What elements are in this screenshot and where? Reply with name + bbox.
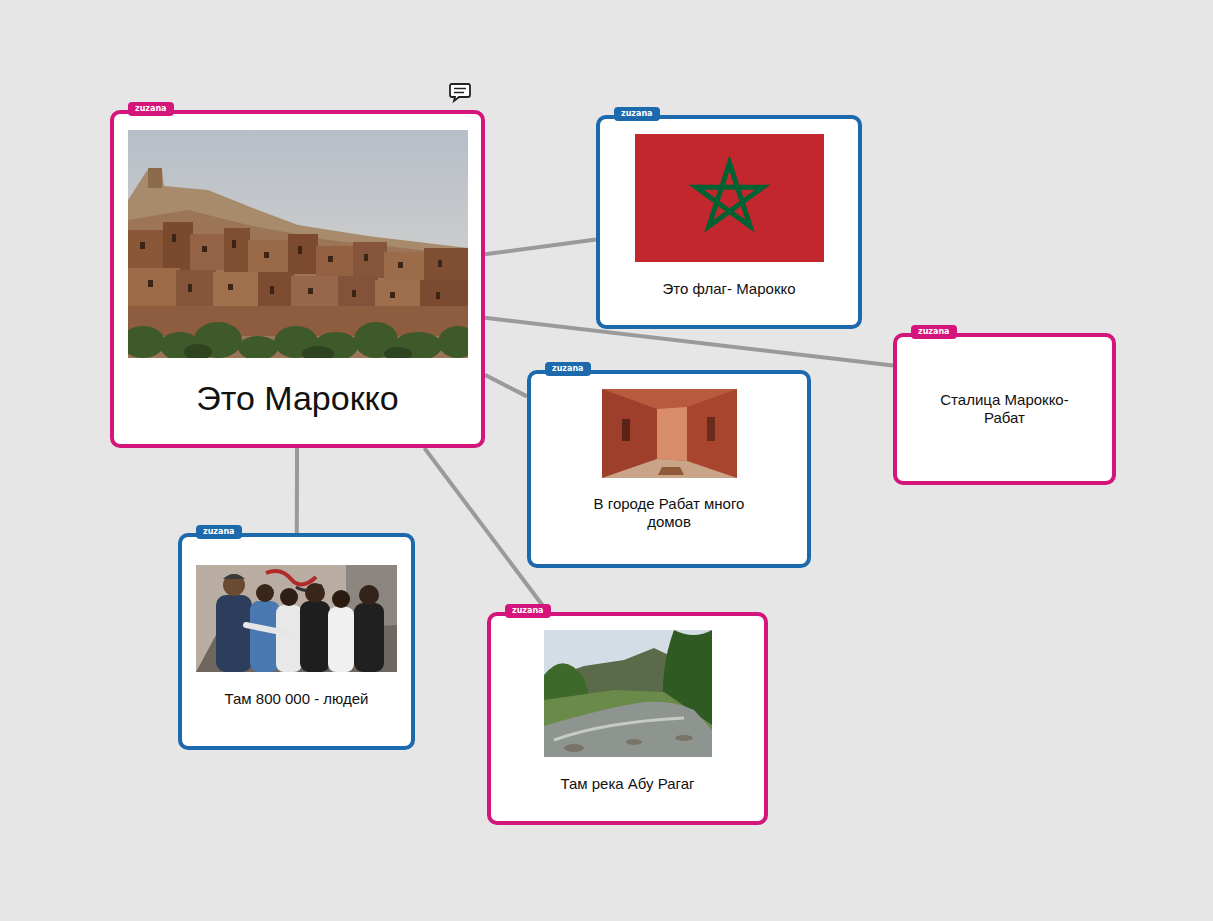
node-text: Это Марокко xyxy=(196,378,398,419)
author-tag: zuzana xyxy=(196,525,242,539)
idea-box: zuzana Там река Абу Рагаг xyxy=(487,612,768,825)
author-tag: zuzana xyxy=(128,102,174,116)
river-photo xyxy=(544,630,712,757)
node-text: Сталица Марокко- Рабат xyxy=(930,391,1080,427)
node-text: Там 800 000 - людей xyxy=(224,690,368,708)
author-tag: zuzana xyxy=(545,362,591,376)
node-text: В городе Рабат много домов xyxy=(582,495,757,531)
connector-line xyxy=(295,448,299,533)
idea-box: zuzanaСталица Марокко- Рабат xyxy=(893,333,1116,485)
flag-image xyxy=(635,134,824,262)
author-tag: zuzana xyxy=(614,107,660,121)
connector-line xyxy=(485,240,596,255)
author-tag: zuzana xyxy=(505,604,551,618)
node-text: Там река Абу Рагаг xyxy=(560,775,694,793)
connector-line xyxy=(485,375,527,396)
crowd-photo xyxy=(196,565,397,672)
idea-box: zuzana Там 800 000 - людей xyxy=(178,533,415,750)
kasbah-photo xyxy=(128,130,468,358)
street-photo xyxy=(602,389,737,478)
author-tag: zuzana xyxy=(911,325,957,339)
idea-box: zuzana В городе Рабат много домов xyxy=(527,370,811,568)
idea-box: zuzana Это флаг- Марокко xyxy=(596,115,862,329)
idea-box: zuzana xyxy=(110,110,485,448)
node-text: Это флаг- Марокко xyxy=(662,280,795,298)
comment-icon xyxy=(450,84,470,101)
